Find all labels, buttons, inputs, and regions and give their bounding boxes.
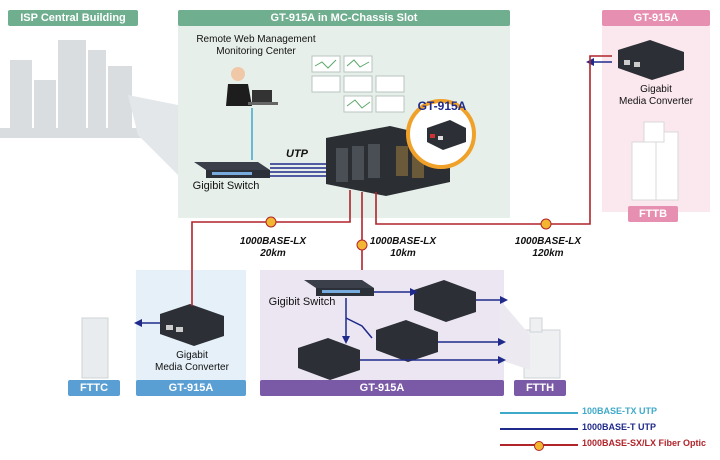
legend-label-fiber: 1000BASE-SX/LX Fiber Optic (582, 438, 707, 448)
isp-beam (128, 95, 178, 175)
legend-label-100base-tx: 100BASE-TX UTP (582, 406, 658, 416)
ftth-model-tag: GT-915A (260, 380, 504, 396)
legend-item-100base-tx: 100BASE-TX UTP (500, 406, 714, 420)
bottom-switch-label: Gigibit Switch (268, 296, 336, 308)
legend: 100BASE-TX UTP 1000BASE-T UTP 1000BASE-S… (500, 406, 714, 452)
link-mid-label: 1000BASE-LX 10km (369, 236, 437, 259)
callout-model-label: GT-915A (417, 99, 467, 113)
legend-marker-fiber (534, 441, 544, 451)
fttb-building-graphic (631, 121, 679, 201)
chassis-tag: GT-915A in MC-Chassis Slot (178, 10, 510, 26)
isp-building-tag: ISP Central Building (8, 10, 138, 26)
legend-item-1000base-t: 1000BASE-T UTP (500, 422, 714, 436)
converter-fttb-label: Gigabit Media Converter (619, 84, 693, 107)
fttc-model-tag: GT-915A (136, 380, 246, 396)
top-switch-graphic (194, 162, 270, 178)
bottom-switch-graphic (304, 280, 374, 296)
converter-fttc-graphic (160, 304, 224, 346)
callout-circle (406, 99, 476, 169)
legend-label-1000base-t: 1000BASE-T UTP (582, 422, 657, 432)
link-left-label: 1000BASE-LX 20km (239, 236, 307, 259)
converter-ftth-graphics (298, 280, 476, 380)
legend-swatch-100base-tx (500, 412, 578, 414)
isp-building-graphic (0, 40, 150, 138)
monitoring-center-label: Remote Web Management Monitoring Center (196, 34, 316, 57)
converter-fttb-graphic (618, 40, 684, 80)
fttc-tag: FTTC (68, 380, 120, 396)
legend-swatch-1000base-t (500, 428, 578, 430)
ftth-beam (500, 300, 530, 370)
monitor-screens (311, 55, 405, 113)
utp-label: UTP (286, 148, 308, 160)
person-graphic (226, 67, 278, 106)
ftth-tag: FTTH (514, 380, 566, 396)
link-right-label: 1000BASE-LX 120km (514, 236, 582, 259)
top-switch-label: Gigibit Switch (192, 180, 260, 192)
converter-fttc-label: Gigabit Media Converter (155, 350, 229, 373)
legend-item-fiber: 1000BASE-SX/LX Fiber Optic (500, 438, 714, 452)
fttb-model-tag: GT-915A (602, 10, 710, 26)
fttc-building-graphic (81, 317, 109, 379)
fttb-tag: FTTB (628, 206, 678, 222)
fiber-markers (265, 216, 552, 251)
